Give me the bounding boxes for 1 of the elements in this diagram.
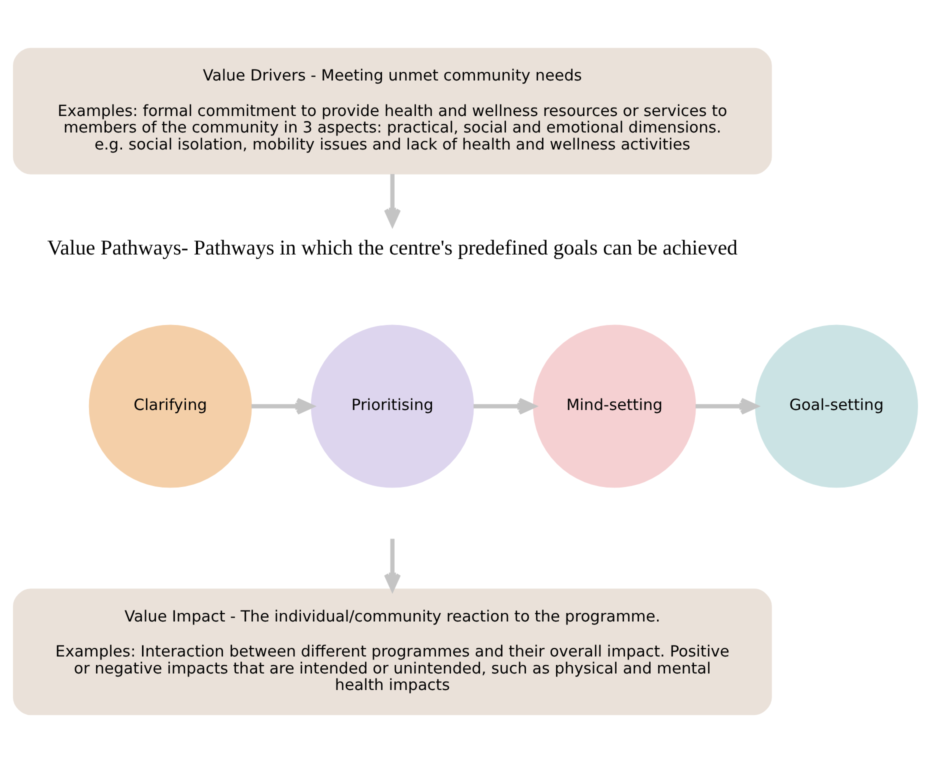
node-text: Value Pathways- Pathways in which the centre's predefined goals can be achieved (47, 236, 738, 260)
